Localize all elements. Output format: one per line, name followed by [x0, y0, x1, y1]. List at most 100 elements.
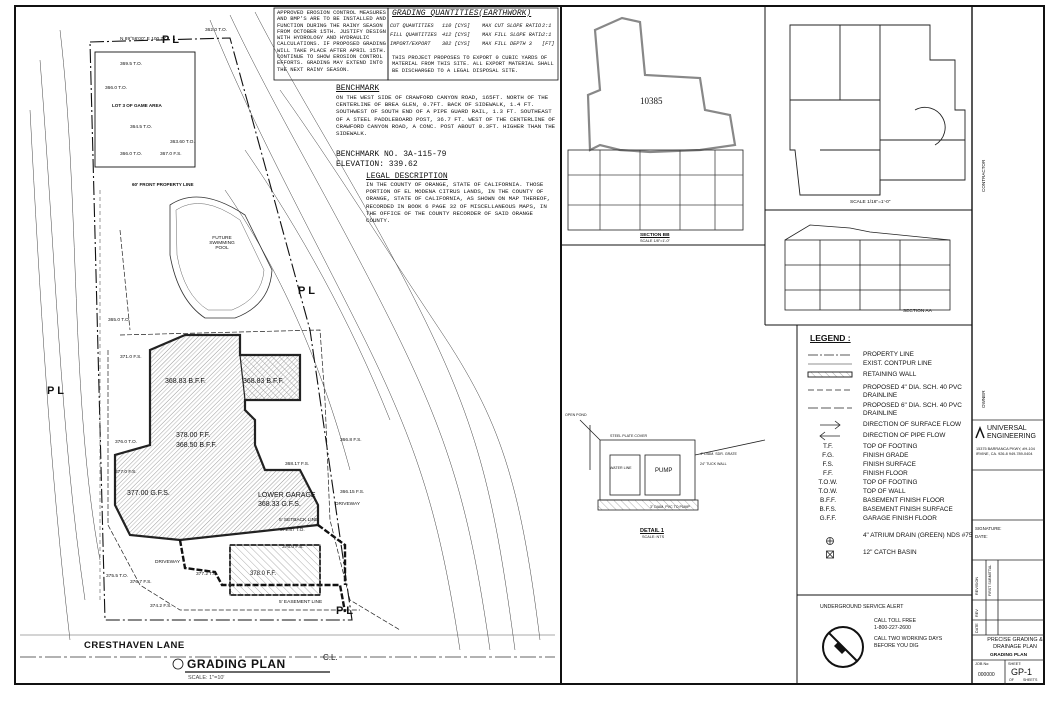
alert-days: CALL TWO WORKING DAYS BEFORE YOU DIG [874, 636, 943, 649]
quantity-ratio: [FT] [542, 41, 555, 47]
legend-text: RETAINING WALL [863, 371, 917, 378]
legend-symbol: B.F.F. [820, 497, 836, 504]
spot-elevation: 376.0 F.S. [282, 545, 304, 550]
quantity-label: CUT QUANTITIES [390, 23, 434, 29]
legend-text: PROPOSED 4" DIA. SCH. 40 PVC DRAINLINE [863, 384, 962, 399]
drawing-sheet [14, 5, 1045, 685]
spot-elevation: 366.15 F.S. [340, 490, 365, 495]
detail-label-grate: 4" DIAM. SDR. GRATE [700, 452, 737, 456]
date-column-label: DATE [975, 623, 979, 633]
erosion-control-note: APPROVED EROSION CONTROL MEASURES AND BM… [277, 9, 386, 73]
spot-elevation: 363.60 T.O. [170, 140, 195, 145]
centerline-label: C.L. [323, 653, 338, 662]
legend-symbol: T.F. [823, 443, 833, 450]
section-bb-label: SECTION BB [640, 233, 670, 238]
spot-elevation: 366.8 F.S. [340, 438, 362, 443]
house-gfs-label: 377.00 G.F.S. [127, 490, 170, 497]
quantity-ratio: 2:1 [542, 32, 552, 38]
legend-text: DIRECTION OF PIPE FLOW [863, 432, 946, 439]
firm-address: 15375 BARRANCA PKWY, #H-104 IRVINE, CA. … [976, 447, 1035, 456]
spot-elevation: 366.0 T.O. [105, 86, 128, 91]
benchmark-text: ON THE WEST SIDE OF CRAWFORD CANYON ROAD… [336, 94, 556, 138]
detail-label-pvc: 3" DIAM. PVC TO PUMP [650, 505, 690, 509]
owner-label: OWNER [981, 390, 986, 408]
spot-elevation: 362.0 T.O. [205, 28, 228, 33]
spot-elevation: 376.0 T.O. [115, 440, 138, 445]
legend-symbol: F.S. [822, 461, 834, 468]
detail-scale: SCALE: NTS [642, 535, 665, 539]
job-no-value: 000000 [978, 672, 995, 678]
entry-ff-label: 378.0 F.F. [250, 571, 277, 577]
property-line-label-right: P L [298, 285, 315, 297]
legal-text: IN THE COUNTY OF ORANGE, STATE OF CALIFO… [366, 181, 551, 225]
section-bb-scale: SCALE 1/8"=1'-0" [640, 239, 670, 243]
quantity-slope: MAX FILL DEPTH 3 [482, 41, 532, 47]
job-no-label: JOB No: [975, 662, 990, 666]
spot-elevation: 364.5 T.O. [130, 125, 153, 130]
spot-elevation: 377.0 F.S. [115, 470, 137, 475]
alert-call: CALL TOLL FREE [874, 618, 917, 624]
quantity-slope: MAX CUT SLOPE RATIO (2:1MAX) [482, 23, 542, 29]
detail-label-wall: 24" TUCK WALL [700, 462, 727, 466]
quantity-value: 110 [CYS] [442, 23, 471, 29]
legend-text: PROPERTY LINE [863, 351, 914, 358]
driveway-label-left: DRIVEWAY [155, 560, 181, 565]
spot-elevation: 372.87 T.O. [280, 528, 305, 533]
garage-gfs-label: 368.33 G.F.S. [258, 501, 301, 508]
legend-text: FINISH FLOOR [863, 470, 908, 477]
quantity-value: 302 [CYS] [442, 41, 471, 47]
front-property-line-label: 60' FRONT PROPERTY LINE [132, 182, 194, 187]
spot-elevation: 368.17 F.S. [285, 462, 310, 467]
quantity-ratio: 2:1 [542, 23, 552, 29]
quantities-title: GRADING QUANTITIES(EARTHWORK) [392, 9, 532, 18]
house-bff2-label: 368.50 B.F.F. [176, 442, 217, 449]
quantity-row: CUT QUANTITIES 110 [CYS] MAX CUT SLOPE RAT… [390, 23, 558, 32]
plan-title: GRADING PLAN [187, 657, 286, 671]
house-ff-label: 378.00 F.F. [176, 432, 211, 439]
floor-plan-scale: SCALE 1/16"=1'-0" [850, 200, 891, 205]
north-bearing: N 89°56'00" E 100.77 [120, 37, 166, 42]
quantities-table: CUT QUANTITIES 110 [CYS] MAX CUT SLOPE RAT… [390, 23, 558, 50]
setback-line-label: 5' SETBACK LINE [279, 518, 319, 523]
detail-pump-label: PUMP [655, 468, 673, 474]
benchmark-heading: BENCHMARK [336, 84, 380, 93]
legal-heading: LEGAL DESCRIPTION [366, 172, 448, 181]
plan-scale: SCALE: 1"=10' [188, 675, 225, 681]
firm-name-2: ENGINEERING [987, 433, 1037, 440]
spot-elevation: 367.0 F.S. [160, 152, 182, 157]
legend-text: FINISH SURFACE [863, 461, 916, 468]
spot-elevation: 374.2 F.S. [150, 604, 172, 609]
spot-elevation: 371.0 F.S. [120, 355, 142, 360]
legend-text: FINISH GRADE [863, 452, 909, 459]
legend-symbol: F.G. [822, 452, 834, 459]
legend-text: 12" CATCH BASIN [863, 549, 917, 556]
project-title: PRECISE GRADING & DRAINAGE PLAN [987, 637, 1043, 650]
driveway-label-right: DRIVEWAY [335, 502, 361, 507]
legend-text: PROPOSED 6" DIA. SCH. 40 PVC DRAINLINE [863, 402, 962, 417]
pool-label: FUTURE SWIMMING POOL [209, 236, 235, 251]
legend-symbol: G.F.F. [819, 515, 837, 522]
benchmark-elevation: ELEVATION: 339.62 [336, 160, 418, 169]
date-label: DATE: [975, 534, 988, 539]
spot-elevation: 375.5 T.O. [106, 574, 129, 579]
quantity-value: 412 [CYS] [442, 32, 471, 38]
alert-title: UNDERGROUND SERVICE ALERT [820, 604, 904, 610]
legend-text: 4" ATRIUM DRAIN (GREEN) NDS #75 [863, 532, 973, 539]
property-line-label-top: P L [162, 34, 179, 46]
legend-text: DIRECTION OF SURFACE FLOW [863, 421, 961, 428]
property-line-label-left: P L [47, 385, 64, 397]
sheet-of-label: OF [1009, 678, 1014, 682]
spot-elevation: 366.0 T.O. [120, 152, 143, 157]
detail-label-cover: STEEL PLATE COVER [610, 434, 648, 438]
legend-text: EXIST. CONTPUR LINE [863, 360, 932, 367]
legend-symbol: B.F.S. [819, 506, 837, 513]
legend-symbol: F.F. [823, 470, 833, 477]
sheet-number: GP-1 [1011, 667, 1033, 677]
spot-elevation: 365.0 T.O. [108, 318, 131, 323]
revision-label: REVISION [975, 576, 979, 595]
rev-label: REV [975, 609, 979, 617]
spot-elevation: 377.2 T.O. [196, 572, 219, 577]
property-line-label-bottom: P L [336, 605, 353, 617]
